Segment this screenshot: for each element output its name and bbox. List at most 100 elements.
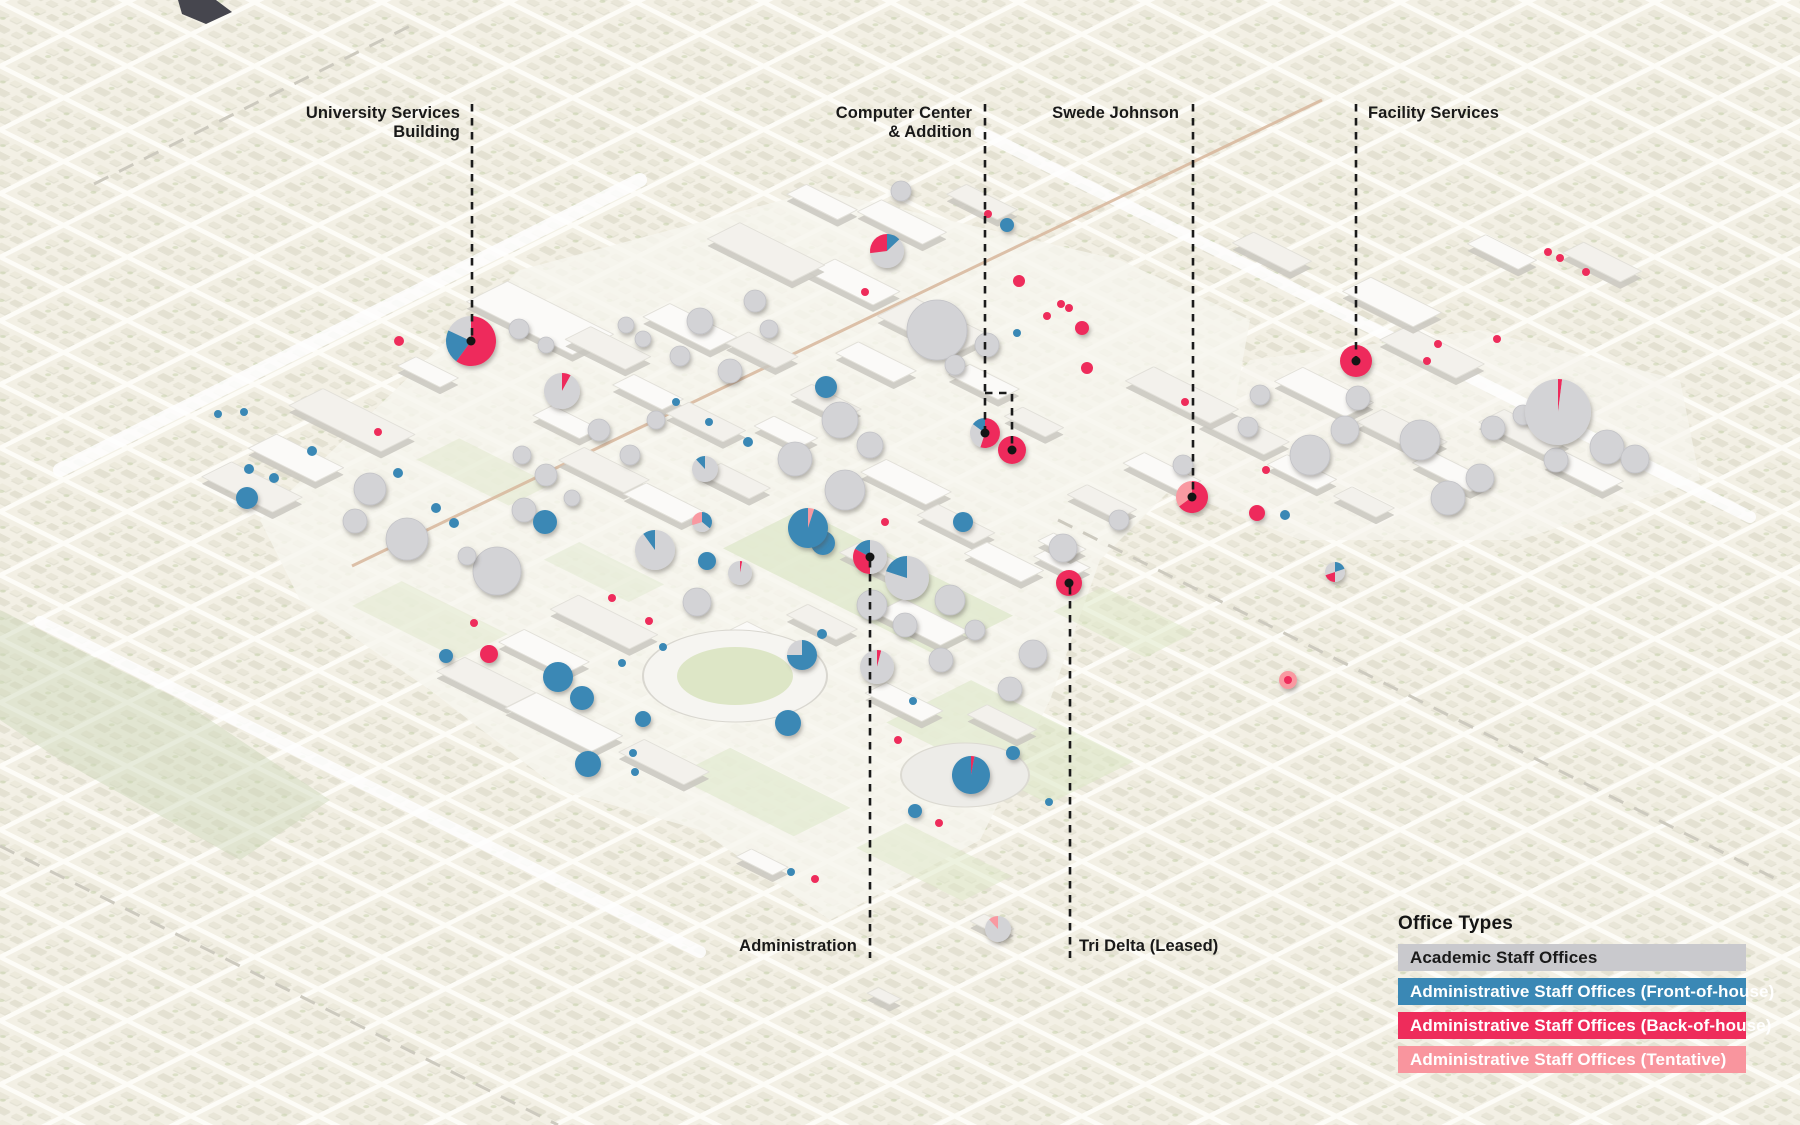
pie-marker[interactable] xyxy=(1345,385,1371,411)
pie-marker[interactable] xyxy=(787,508,828,548)
pie-marker[interactable] xyxy=(777,441,813,477)
pie-marker[interactable] xyxy=(686,307,714,335)
pie-marker[interactable] xyxy=(543,662,573,692)
pie-marker[interactable] xyxy=(997,676,1023,702)
pie-marker[interactable] xyxy=(821,401,859,439)
pie-marker[interactable] xyxy=(817,629,827,639)
pie-marker[interactable] xyxy=(472,546,522,596)
pie-marker[interactable] xyxy=(634,530,675,570)
pie-marker[interactable] xyxy=(533,510,557,534)
pie-marker[interactable] xyxy=(1330,415,1360,445)
pie-marker[interactable] xyxy=(1325,562,1345,582)
pie-marker[interactable] xyxy=(457,546,477,566)
pie-marker[interactable] xyxy=(1237,416,1259,438)
pie-marker[interactable] xyxy=(682,587,712,617)
pie-marker[interactable] xyxy=(1480,415,1506,441)
pie-marker[interactable] xyxy=(892,612,918,638)
pie-marker[interactable] xyxy=(890,180,912,202)
pie-marker[interactable] xyxy=(1434,340,1442,348)
pie-marker[interactable] xyxy=(1075,321,1089,335)
pie-marker[interactable] xyxy=(672,398,680,406)
pie-marker[interactable] xyxy=(743,289,767,313)
pie-marker[interactable] xyxy=(353,472,387,506)
pie-marker[interactable] xyxy=(1018,639,1048,669)
pie-marker[interactable] xyxy=(1000,218,1014,232)
pie-marker[interactable] xyxy=(984,916,1011,942)
pie-marker[interactable] xyxy=(1013,275,1025,287)
pie-marker[interactable] xyxy=(645,617,653,625)
pie-marker[interactable] xyxy=(1065,304,1073,312)
pie-marker[interactable] xyxy=(974,332,1000,358)
pie-marker[interactable] xyxy=(385,517,429,561)
pie-marker[interactable] xyxy=(508,318,530,340)
pie-marker[interactable] xyxy=(894,736,902,744)
pie-marker[interactable] xyxy=(439,649,453,663)
pie-marker[interactable] xyxy=(240,408,248,416)
pie-marker[interactable] xyxy=(631,768,639,776)
pie-marker[interactable] xyxy=(512,445,532,465)
pie-marker[interactable] xyxy=(705,418,713,426)
pie-marker[interactable] xyxy=(587,418,611,442)
pie-marker[interactable] xyxy=(537,336,555,354)
pie-marker[interactable] xyxy=(1399,419,1441,461)
pie-marker[interactable] xyxy=(1057,300,1065,308)
pie-marker[interactable] xyxy=(1108,509,1130,531)
pie-marker[interactable] xyxy=(617,316,635,334)
pie-marker[interactable] xyxy=(646,410,666,430)
pie-marker[interactable] xyxy=(342,508,368,534)
pie-marker[interactable] xyxy=(856,589,888,621)
pie-marker[interactable] xyxy=(951,756,990,794)
pie-marker[interactable] xyxy=(1525,379,1592,446)
pie-marker[interactable] xyxy=(1284,676,1292,684)
pie-marker[interactable] xyxy=(269,473,279,483)
pie-marker[interactable] xyxy=(787,868,795,876)
pie-marker[interactable] xyxy=(449,518,459,528)
pie-marker[interactable] xyxy=(953,512,973,532)
pie-marker[interactable] xyxy=(1081,362,1093,374)
pie-marker[interactable] xyxy=(759,319,779,339)
pie-marker[interactable] xyxy=(431,503,441,513)
pie-marker[interactable] xyxy=(608,594,616,602)
pie-marker[interactable] xyxy=(944,354,966,376)
pie-marker[interactable] xyxy=(470,619,478,627)
pie-marker[interactable] xyxy=(669,345,691,367)
pie-marker[interactable] xyxy=(1048,533,1078,563)
pie-marker[interactable] xyxy=(935,819,943,827)
pie-marker[interactable] xyxy=(824,469,866,511)
pie-marker[interactable] xyxy=(934,584,966,616)
pie-marker[interactable] xyxy=(1249,505,1265,521)
pie-marker[interactable] xyxy=(236,487,258,509)
pie-marker[interactable] xyxy=(480,645,498,663)
pie-marker[interactable] xyxy=(1582,268,1590,276)
pie-marker[interactable] xyxy=(691,456,718,482)
pie-marker[interactable] xyxy=(1430,480,1466,516)
pie-marker[interactable] xyxy=(860,649,895,684)
pie-marker[interactable] xyxy=(1289,434,1331,476)
pie-marker[interactable] xyxy=(856,431,884,459)
pie-marker[interactable] xyxy=(1181,398,1189,406)
pie-marker[interactable] xyxy=(869,234,904,268)
pie-marker[interactable] xyxy=(534,463,558,487)
pie-marker[interactable] xyxy=(307,446,317,456)
pie-marker[interactable] xyxy=(1249,384,1271,406)
pie-marker[interactable] xyxy=(1544,248,1552,256)
pie-marker[interactable] xyxy=(969,418,1000,449)
pie-marker[interactable] xyxy=(618,659,626,667)
pie-marker[interactable] xyxy=(1043,312,1051,320)
pie-marker[interactable] xyxy=(1013,329,1021,337)
pie-marker[interactable] xyxy=(1493,335,1501,343)
pie-marker[interactable] xyxy=(575,751,601,777)
pie-marker[interactable] xyxy=(908,804,922,818)
pie-marker[interactable] xyxy=(964,619,986,641)
pie-marker[interactable] xyxy=(374,428,382,436)
pie-marker[interactable] xyxy=(698,552,716,570)
pie-marker[interactable] xyxy=(861,288,869,296)
pie-marker[interactable] xyxy=(635,711,651,727)
pie-marker[interactable] xyxy=(928,647,954,673)
pie-marker[interactable] xyxy=(634,330,652,348)
pie-marker[interactable] xyxy=(1172,454,1194,476)
pie-marker[interactable] xyxy=(1006,746,1020,760)
pie-marker[interactable] xyxy=(811,875,819,883)
pie-marker[interactable] xyxy=(775,710,801,736)
pie-marker[interactable] xyxy=(629,749,637,757)
